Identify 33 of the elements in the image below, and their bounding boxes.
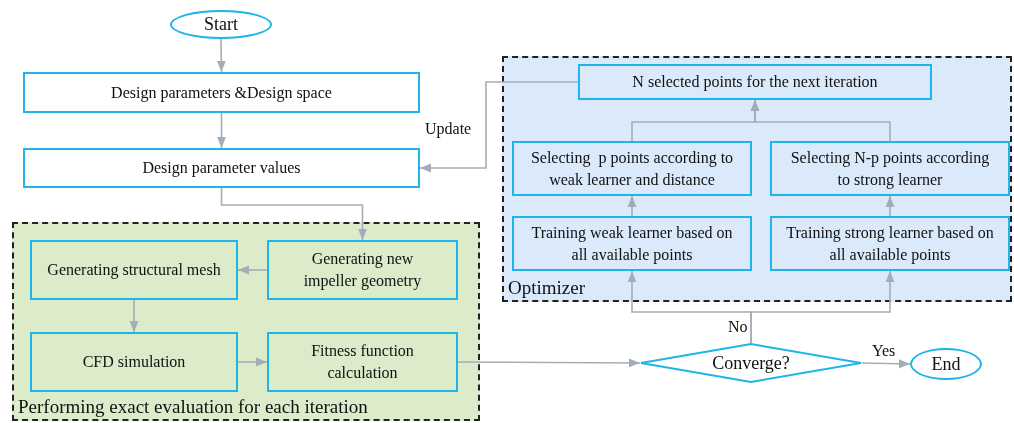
process-box: Selecting N-p points according to strong learner — [770, 141, 1010, 196]
arrow — [237, 265, 268, 275]
process-box: Training weak learner based on all available points — [512, 216, 752, 271]
arrow — [861, 359, 911, 369]
process-box: Training strong learner based on all available points — [770, 216, 1010, 271]
decision-label: Converge? — [712, 352, 790, 374]
edge-label: Update — [423, 120, 474, 138]
arrow — [129, 299, 139, 333]
group-title: Optimizer — [508, 277, 586, 299]
process-box: Design parameter values — [23, 148, 420, 188]
decision-diamond — [640, 343, 862, 383]
process-box: Fitness function calculation — [267, 332, 458, 392]
terminal-ellipse: Start — [170, 10, 272, 39]
process-box: Generating new impeller geometry — [267, 240, 458, 300]
arrow — [750, 270, 895, 344]
arrow — [237, 357, 268, 367]
group-panel — [502, 56, 1012, 302]
arrow — [627, 195, 637, 217]
process-box: N selected points for the next iteration — [578, 64, 932, 100]
arrow — [419, 81, 579, 173]
group-panel — [12, 222, 480, 421]
terminal-ellipse: End — [910, 348, 982, 380]
process-box: CFD simulation — [30, 332, 238, 392]
group-title: Performing exact evaluation for each iteration — [18, 396, 368, 418]
process-box: Design parameters &Design space — [23, 72, 420, 113]
arrow — [457, 358, 641, 368]
arrow — [217, 112, 226, 149]
arrow — [220, 187, 367, 241]
process-box: Generating structural mesh — [30, 240, 238, 300]
process-box: Selecting p points according to weak learner and distance — [512, 141, 752, 196]
arrow — [216, 38, 226, 73]
arrow — [885, 195, 895, 217]
arrow — [750, 99, 891, 142]
